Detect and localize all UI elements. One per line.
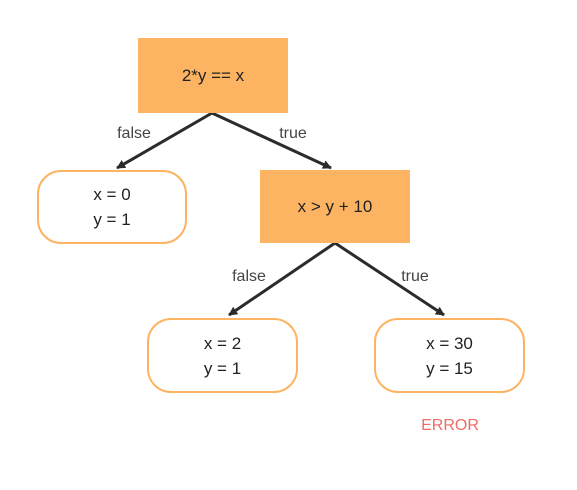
- root-condition-label: 2*y == x: [181, 66, 245, 85]
- edge-root-to-mid: [211, 111, 332, 170]
- mid-leaf-y: y = 1: [203, 358, 242, 378]
- edge-root-to-left-leaf: [116, 111, 213, 170]
- mid-decision-node: x > y + 10: [260, 170, 410, 243]
- edge-label-mid-true: true: [401, 268, 429, 285]
- edge-mid-to-right-leaf: [334, 241, 445, 317]
- right-leaf-node: x = 30 y = 15: [374, 318, 525, 393]
- mid-leaf-x: x = 2: [203, 333, 242, 353]
- right-leaf-y: y = 15: [426, 358, 473, 378]
- mid-leaf-node: x = 2 y = 1: [147, 318, 298, 393]
- edge-label-root-true: true: [279, 125, 307, 142]
- error-annotation: ERROR: [421, 417, 479, 434]
- left-leaf-x: x = 0: [93, 185, 131, 204]
- mid-condition-label: x > y + 10: [297, 197, 373, 216]
- left-leaf-y: y = 1: [93, 210, 131, 229]
- edge-label-root-false: false: [117, 125, 151, 142]
- right-leaf-x: x = 30: [426, 333, 473, 353]
- left-leaf-node: x = 0 y = 1: [37, 170, 187, 244]
- root-decision-node: 2*y == x: [138, 38, 288, 113]
- edge-label-mid-false: false: [232, 268, 266, 285]
- edge-mid-to-mid-leaf: [228, 241, 336, 317]
